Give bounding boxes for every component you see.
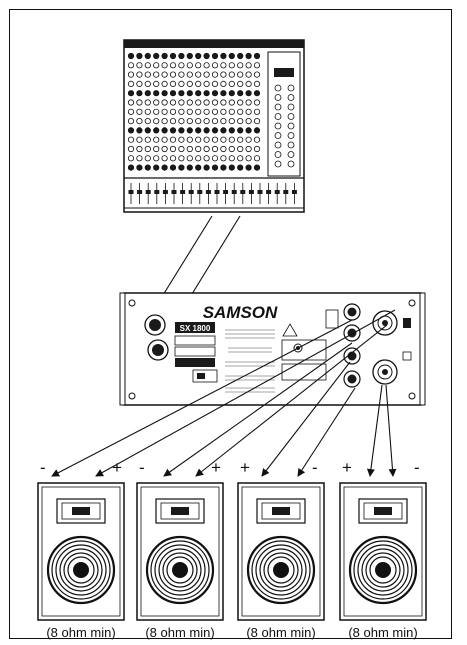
speaker-3: + - (8 ohm min) [237,458,325,640]
woofer-ring [263,552,299,588]
amp-binding-posts [343,303,361,388]
speaker-terminal-right-label: - [414,458,420,477]
amp-speakon-output-2 [372,359,398,385]
speaker-terminal-left-label: + [240,458,250,477]
woofer-ring [166,556,194,584]
woofer-ring [162,552,198,588]
amp-speakon-output-1 [372,310,398,336]
speaker-load-label: (8 ohm min) [46,625,115,640]
speaker-terminal-right-label: + [211,458,221,477]
speaker-load-label: (8 ohm min) [145,625,214,640]
speaker-cables [51,309,397,477]
mixer-console [123,39,305,213]
amplifier-model: SX 1800 [180,324,211,333]
speaker-2: - + (8 ohm min) [136,458,224,640]
speaker-cabinets: -+(8 ohm min)-+(8 ohm min)+-(8 ohm min)+… [37,458,427,640]
speaker-terminal-left-label: - [139,458,145,477]
woofer-ring [154,544,206,596]
speaker-terminal-left-label: + [342,458,352,477]
mixer-faders [128,183,297,204]
woofer-ring [357,544,409,596]
woofer-ring [259,548,303,592]
mixer-master-section [274,84,295,168]
woofer-ring [59,548,103,592]
woofer-dustcap [375,562,391,578]
speaker-4: + - (8 ohm min) [339,458,427,640]
speaker-load-label: (8 ohm min) [348,625,417,640]
speaker-terminal-right-label: - [312,458,318,477]
speaker-terminal-left-label: - [40,458,46,477]
woofer-ring [353,540,413,600]
speaker-1: - + (8 ohm min) [37,458,125,640]
woofer-ring [251,540,311,600]
woofer-ring [365,552,401,588]
amplifier-brand: SAMSON [203,303,278,322]
woofer-ring [267,556,295,584]
woofer-ring [55,544,107,596]
woofer-ring [63,552,99,588]
woofer-ring [150,540,210,600]
woofer-dustcap [273,562,289,578]
woofer-ring [255,544,307,596]
woofer-ring [361,548,405,592]
woofer-ring [158,548,202,592]
woofer-dustcap [73,562,89,578]
amp-label-text-block [225,329,275,393]
woofer-dustcap [172,562,188,578]
woofer-ring [369,556,397,584]
amplifier-rear-panel: SAMSON SX 1800 [119,292,426,406]
speaker-load-label: (8 ohm min) [246,625,315,640]
woofer-ring [51,540,111,600]
model-badge [175,322,215,333]
speaker-terminal-right-label: + [112,458,122,477]
mixer-channel-knobs [127,52,261,171]
amp-input-jack-b [147,339,169,361]
amp-input-jack-a [144,314,166,336]
woofer-ring [67,556,95,584]
